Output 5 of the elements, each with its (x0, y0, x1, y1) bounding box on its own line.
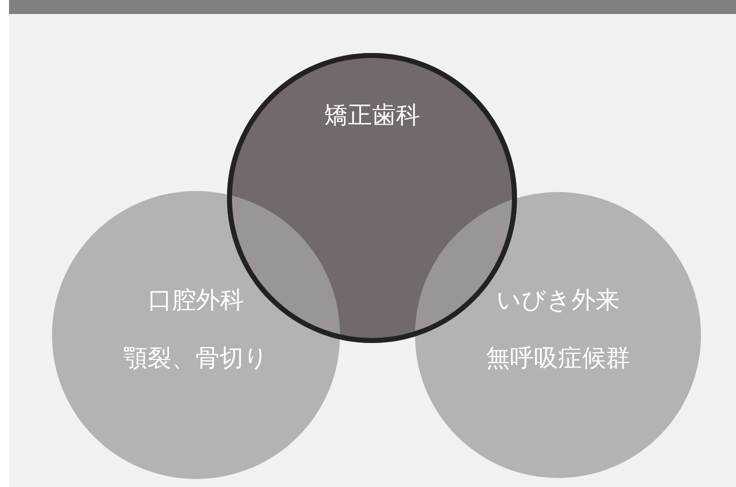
circle-label: 無呼吸症候群 (486, 344, 630, 372)
circle-label: 口腔外科 (148, 286, 244, 314)
circle-label: 矯正歯科 (324, 101, 420, 129)
circle-label: いびき外来 (496, 286, 620, 314)
circle-label: 顎裂、骨切り (124, 344, 268, 372)
